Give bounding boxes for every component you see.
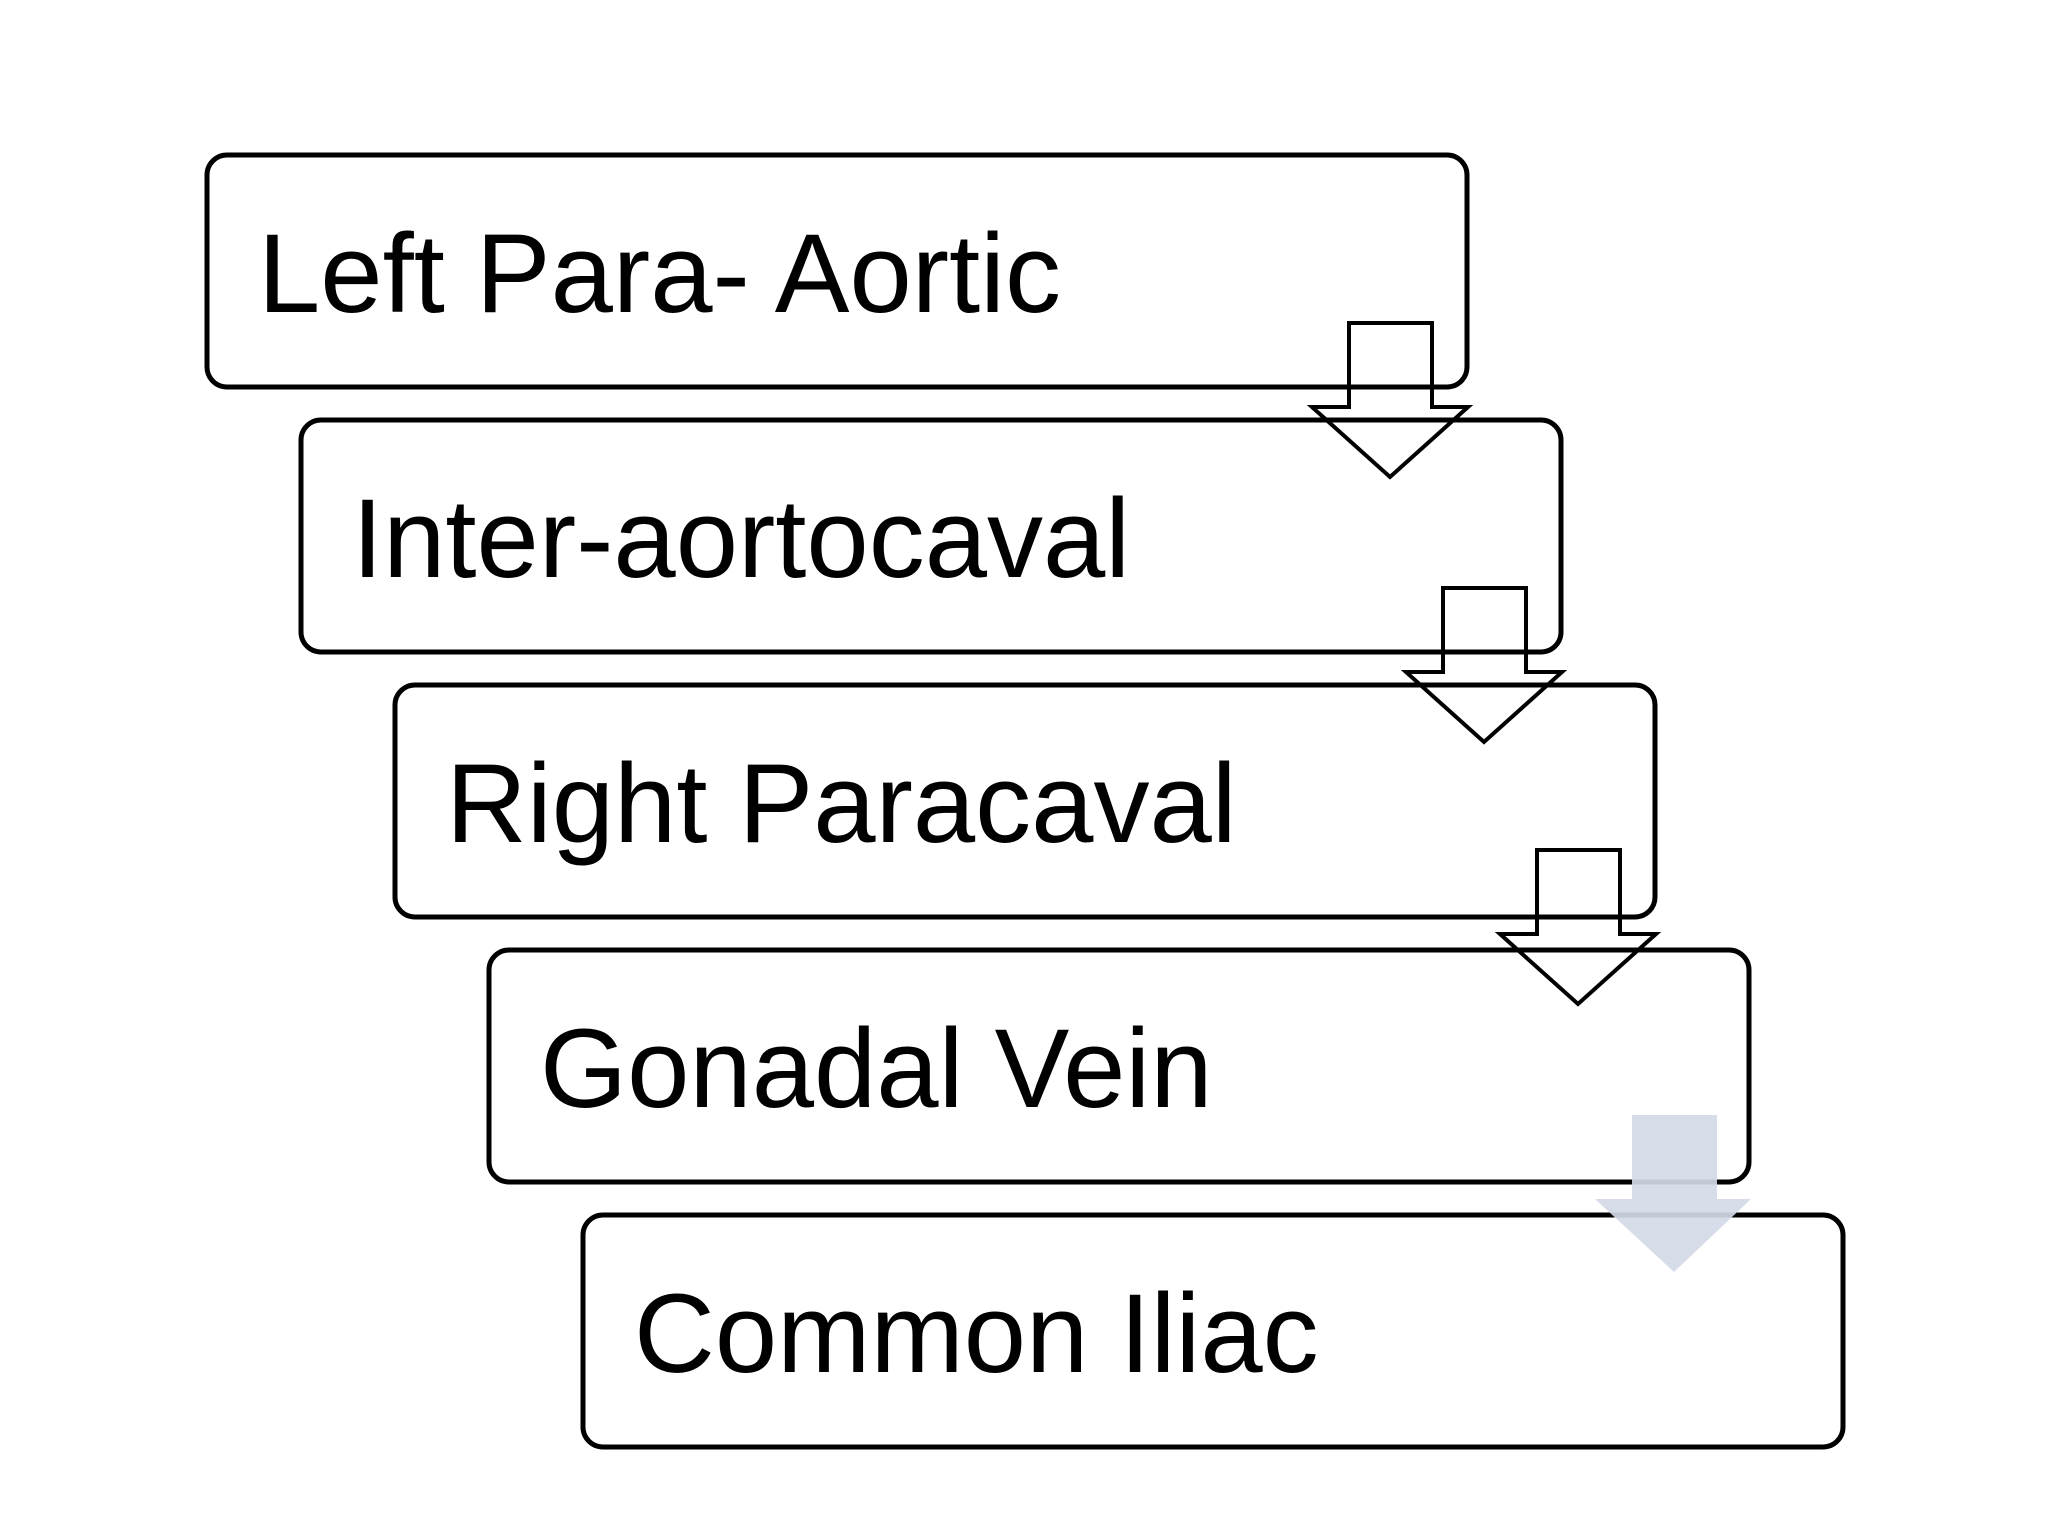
step-box-3-frame bbox=[392, 682, 1658, 920]
step-label-5: Common Iliac bbox=[634, 1271, 1319, 1396]
down-arrow-icon-1 bbox=[1306, 321, 1474, 480]
step-box-1-frame bbox=[204, 152, 1470, 390]
step-box-3: Right Paracaval bbox=[392, 682, 1658, 920]
down-arrow-icon-2 bbox=[1400, 586, 1568, 745]
down-arrow-icon-4 bbox=[1595, 1115, 1751, 1272]
step-box-2: Inter-aortocaval bbox=[298, 417, 1564, 655]
step-label-1: Left Para- Aortic bbox=[258, 211, 1061, 336]
step-box-4-frame bbox=[486, 947, 1752, 1185]
step-box-5-frame bbox=[580, 1212, 1846, 1450]
step-box-4: Gonadal Vein bbox=[486, 947, 1752, 1185]
step-box-5: Common Iliac bbox=[580, 1212, 1846, 1450]
step-label-2: Inter-aortocaval bbox=[352, 476, 1130, 601]
down-arrow-icon-3 bbox=[1494, 848, 1662, 1007]
step-box-2-frame bbox=[298, 417, 1564, 655]
step-label-3: Right Paracaval bbox=[446, 741, 1237, 866]
step-box-1: Left Para- Aortic bbox=[204, 152, 1470, 390]
step-label-4: Gonadal Vein bbox=[540, 1006, 1213, 1131]
